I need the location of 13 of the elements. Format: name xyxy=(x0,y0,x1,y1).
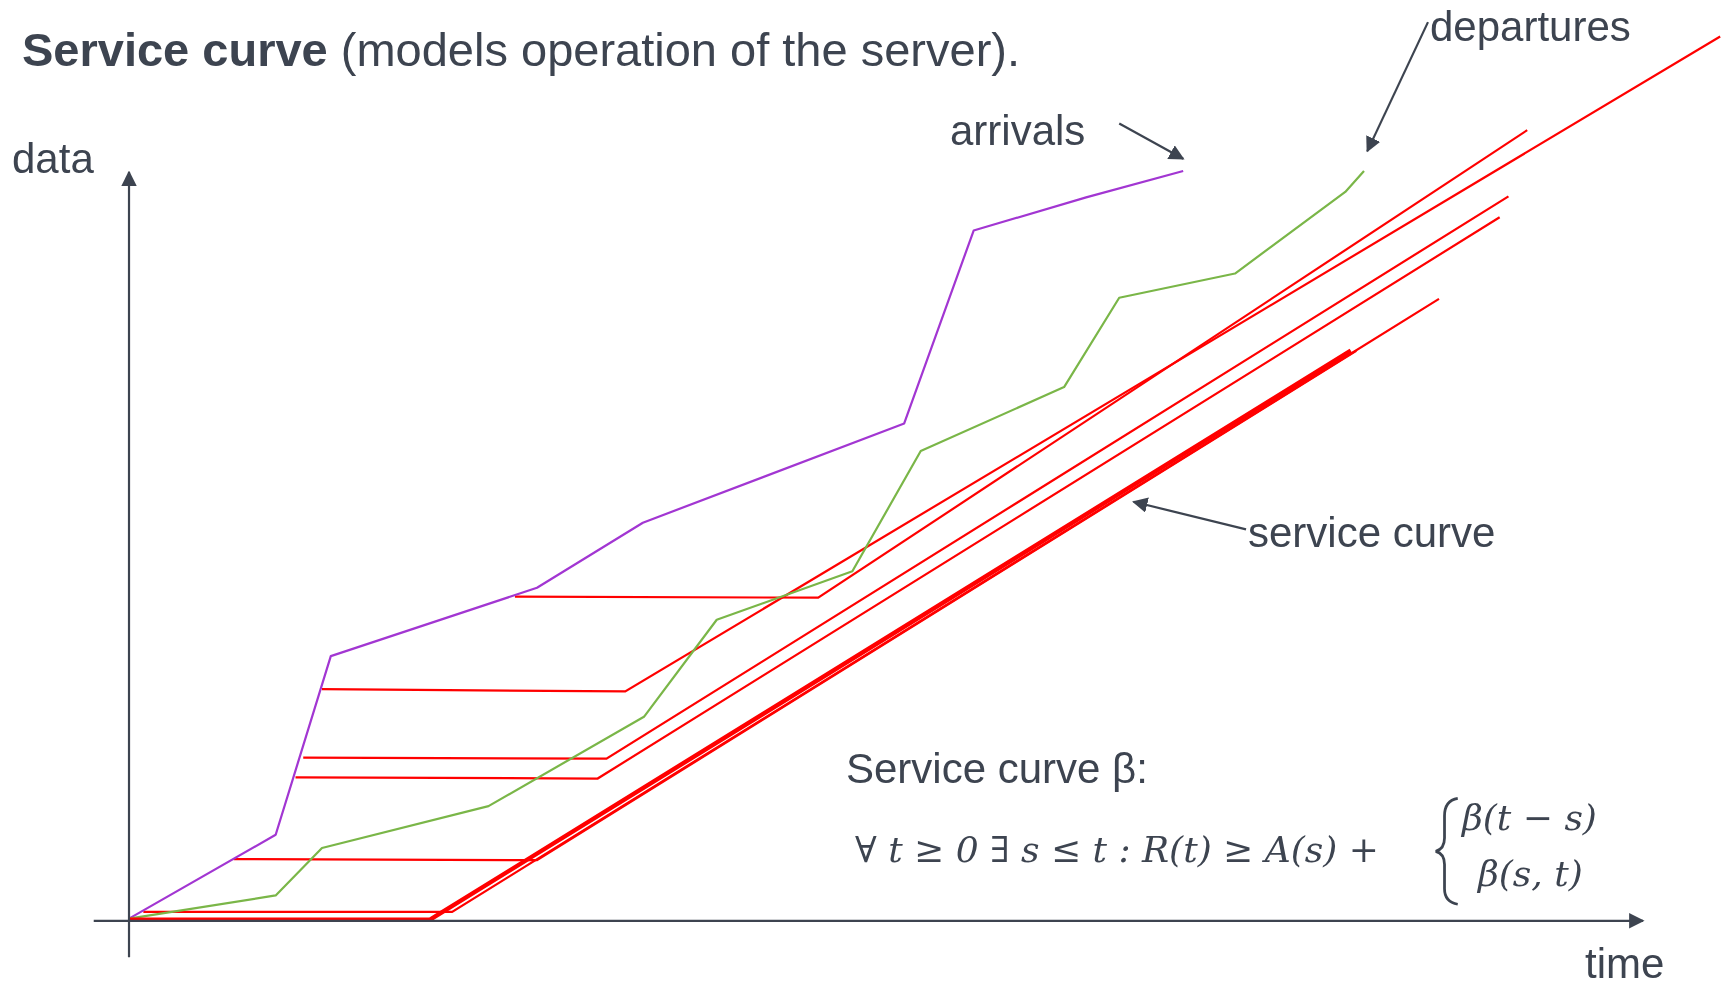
curve-label: service curve xyxy=(1248,512,1496,554)
axis-label: time xyxy=(1585,943,1665,985)
formula-text: ∀ t ≥ 0 ∃ s ≤ t : R(t) ≥ A(s) + xyxy=(855,832,1379,868)
curve-label: arrivals xyxy=(950,110,1086,152)
leader-arrow xyxy=(1132,497,1247,531)
leader-arrow xyxy=(1118,122,1185,160)
axis-label: Service curve β: xyxy=(846,748,1148,790)
curve-label: departures xyxy=(1430,6,1631,48)
formula-text: β(s, t) xyxy=(1478,856,1583,892)
diagram-title: Service curve (models operation of the server). xyxy=(22,24,1020,76)
axis-label: data xyxy=(12,138,94,180)
formula-text: β(t − s) xyxy=(1462,800,1597,836)
leader-arrow xyxy=(1366,21,1429,153)
